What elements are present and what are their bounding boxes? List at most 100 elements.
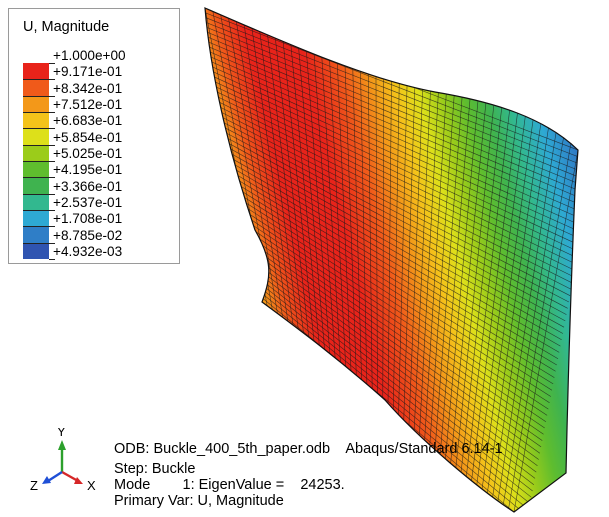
legend-tick (49, 226, 55, 228)
legend: U, Magnitude +1.000e+00+9.171e-01+8.342e… (8, 8, 180, 264)
mesh-line (212, 120, 568, 309)
legend-swatch (23, 63, 49, 80)
legend-label: +8.342e-01 (53, 80, 123, 96)
mesh-line (220, 160, 559, 359)
legend-tick (49, 144, 55, 146)
mesh-line (205, 50, 578, 221)
mesh-line (214, 130, 566, 322)
mesh-line (205, 45, 578, 215)
mesh-line (248, 286, 528, 512)
legend-tick (49, 193, 55, 195)
mesh-line (228, 196, 550, 404)
mesh-line (205, 90, 576, 271)
legend-label: +7.512e-01 (53, 97, 123, 112)
mesh-line (238, 241, 539, 460)
mesh-line (205, 30, 578, 196)
mesh-line (237, 236, 541, 454)
mesh-line (219, 155, 560, 353)
legend-tick (49, 112, 55, 113)
legend-color-bar (23, 63, 49, 259)
z-axis-label: Z (30, 478, 38, 493)
legend-swatch (23, 128, 49, 145)
mesh-line (227, 191, 551, 397)
mesh-line (205, 75, 578, 252)
primary-var-info: Primary Var: U, Magnitude (114, 493, 284, 509)
legend-label: +8.785e-02 (53, 227, 123, 243)
mesh-line (205, 20, 578, 183)
mesh-line (205, 25, 578, 189)
legend-label: +3.366e-01 (53, 178, 123, 194)
legend-swatch (23, 112, 49, 129)
legend-label: +1.000e+00 (53, 48, 126, 63)
legend-swatch (23, 161, 49, 178)
mesh-line (205, 70, 578, 246)
mesh-line (205, 8, 578, 164)
mesh-line (216, 140, 563, 334)
mesh-line (222, 165, 557, 366)
legend-label: +5.025e-01 (53, 146, 123, 161)
legend-tick (49, 161, 55, 162)
mesh-line (234, 221, 544, 435)
mesh-line (235, 226, 543, 441)
mesh-line (205, 80, 578, 259)
mesh-line (213, 125, 567, 315)
mesh-line (242, 261, 535, 485)
x-axis-arrow (61, 470, 79, 483)
mesh-line (223, 170, 556, 372)
mesh-line (205, 60, 578, 233)
mesh-line (239, 246, 538, 467)
mesh-line (206, 95, 574, 278)
mesh-line (205, 65, 578, 240)
mesh-line (205, 15, 578, 177)
z-axis-arrow (47, 470, 63, 483)
legend-swatch (23, 242, 49, 259)
mesh-line (209, 105, 572, 290)
mesh-line (225, 181, 554, 385)
legend-tick (49, 79, 55, 81)
mesh-line (205, 55, 578, 227)
mesh-line (210, 110, 571, 296)
axis-triad: Y X Z (30, 428, 96, 493)
legend-swatch (23, 193, 49, 210)
legend-tick (49, 259, 55, 260)
legend-label: +9.171e-01 (53, 64, 123, 80)
mesh-line (231, 211, 547, 422)
mesh-line (247, 281, 530, 511)
legend-label: +2.537e-01 (53, 195, 123, 210)
mesh-grid (205, 8, 578, 512)
legend-swatch (23, 144, 49, 161)
odb-info: ODB: Buckle_400_5th_paper.odb Abaqus/Sta… (114, 441, 503, 457)
mesh-line (230, 206, 548, 416)
mesh-line (211, 115, 570, 303)
legend-swatch (23, 226, 49, 243)
x-axis-label: X (87, 478, 96, 493)
legend-tick (49, 63, 55, 64)
plate-outline (204, 7, 579, 513)
legend-tick (49, 242, 55, 244)
mesh-line (207, 100, 573, 284)
mesh-line (205, 10, 578, 170)
mesh-line (224, 176, 555, 378)
mesh-line (236, 231, 542, 448)
mesh-line (226, 186, 553, 391)
step-info: Step: Buckle (114, 461, 196, 477)
mesh-line (229, 201, 549, 410)
legend-swatch (23, 95, 49, 112)
mesh-line (244, 271, 532, 498)
legend-swatch (23, 210, 49, 227)
legend-title: U, Magnitude (23, 19, 110, 35)
legend-tick (49, 210, 55, 211)
mesh-line (241, 256, 536, 479)
y-axis-label: Y (57, 428, 66, 439)
legend-label: +4.195e-01 (53, 162, 123, 178)
legend-swatch (23, 177, 49, 194)
mesh-line (240, 251, 537, 473)
mesh-line (205, 85, 577, 265)
legend-tick (49, 177, 55, 179)
mesh-line (245, 276, 531, 504)
mesh-line (205, 40, 578, 208)
mode-info: Mode 1: EigenValue = 24253. (114, 477, 345, 493)
legend-tick (49, 95, 55, 97)
mesh-line (232, 216, 545, 429)
